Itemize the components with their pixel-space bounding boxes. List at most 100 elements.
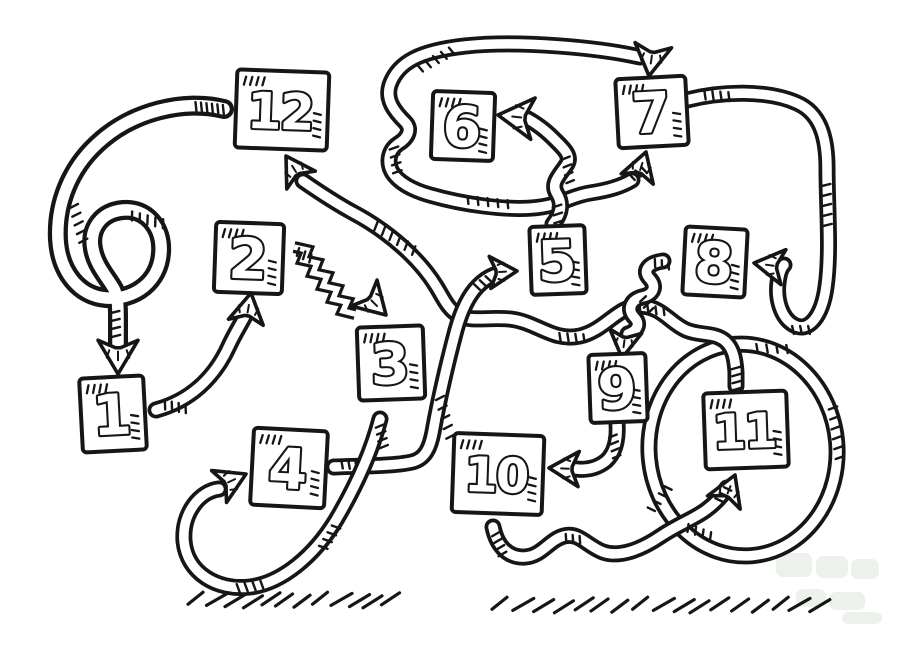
hatch-tick xyxy=(833,444,844,451)
hatch-tick xyxy=(391,169,403,175)
hatch-tick xyxy=(563,171,574,177)
arrowhead-icon xyxy=(547,449,582,489)
hatch-tick xyxy=(722,486,733,492)
hatch-tick xyxy=(322,537,333,544)
arrowhead-hatch-tick xyxy=(300,161,304,171)
ground-hatch-stroke xyxy=(223,592,247,609)
box-side-hatch-tick xyxy=(409,378,419,382)
arrowhead-hatch-tick xyxy=(613,337,619,345)
hatch-tick xyxy=(727,91,731,103)
ground-hatch-stroke xyxy=(241,594,265,610)
ground-hatch-stroke xyxy=(573,596,595,612)
ground-hatch-stroke xyxy=(531,597,556,614)
hatch-tick xyxy=(642,300,651,309)
hatch-tick xyxy=(466,194,470,206)
hatch-tick xyxy=(374,423,386,429)
hatch-tick xyxy=(377,436,388,443)
hatch-tick xyxy=(827,405,839,411)
hatch-tick xyxy=(785,343,789,355)
band-hatch-ticks xyxy=(235,579,265,594)
box-side-hatch-tick xyxy=(772,444,783,449)
arrow-band-fill xyxy=(179,414,385,593)
node-box-4: 4 xyxy=(248,425,330,511)
hatch-tick xyxy=(646,506,657,513)
node-box-10: 10 xyxy=(449,431,547,517)
hatch-tick xyxy=(295,246,301,258)
hatch-tick xyxy=(486,196,490,208)
ground-hatch-stroke xyxy=(808,597,832,614)
hatch-tick xyxy=(708,531,713,542)
box-side-hatch-tick xyxy=(409,385,420,390)
band-hatch-ticks xyxy=(628,165,649,182)
hatch-tick xyxy=(71,211,82,218)
box-side-hatch-tick xyxy=(571,282,581,287)
arrow-band-fill xyxy=(623,256,668,339)
arrowhead-shape xyxy=(226,291,265,328)
band-hatch-ticks xyxy=(551,203,565,225)
band-hatch-ticks xyxy=(608,433,622,460)
box-corner-hatch-tick xyxy=(98,383,102,394)
box-side-hatch-tick xyxy=(130,421,140,425)
node-box-border xyxy=(354,323,428,403)
hatch-tick xyxy=(199,101,204,114)
box-corner-hatch-tick xyxy=(271,434,277,445)
edge-6-to-7 xyxy=(380,35,674,217)
hatch-tick xyxy=(410,245,417,256)
edge-8-to-9 xyxy=(608,252,672,360)
box-corner-hatch-tick xyxy=(104,383,109,394)
hatch-tick xyxy=(711,89,715,102)
hatch-tick xyxy=(634,169,642,178)
band-hatch-ticks xyxy=(295,246,313,264)
box-side-hatch-tick xyxy=(129,413,140,418)
ground-hatch-stroke xyxy=(379,591,402,607)
box-side-hatch-tick xyxy=(570,267,581,272)
box-corner-hatch-tick xyxy=(242,75,248,86)
box-side-hatch-tick xyxy=(131,436,141,440)
hatch-tick xyxy=(765,343,769,354)
box-corner-hatch-tick xyxy=(221,227,227,239)
arrowhead-hatch-tick xyxy=(105,349,111,359)
hatch-tick xyxy=(640,165,649,175)
arrowhead-hatch-tick xyxy=(765,272,775,276)
ground-hatch-stroke xyxy=(186,590,205,606)
arrowhead-hatch-tick xyxy=(562,457,572,463)
box-side-hatch-tick xyxy=(309,492,319,497)
box-side-hatch-tick xyxy=(672,119,682,123)
hatch-tick xyxy=(496,197,500,209)
node-label-3: 3 xyxy=(369,332,408,398)
box-corner-hatch-tick xyxy=(459,439,465,450)
hatch-tick xyxy=(582,333,586,344)
hatch-tick xyxy=(714,497,724,503)
hatch-tick xyxy=(221,103,226,117)
arrowhead-hatch-tick xyxy=(631,161,634,170)
ground-hatch-stroke xyxy=(552,599,576,615)
box-corner-hatch-tick xyxy=(277,434,283,446)
hatch-tick xyxy=(693,525,698,536)
box-side-hatch-tick xyxy=(130,428,141,433)
ground-hatch-stroke xyxy=(709,596,731,612)
hatch-tick xyxy=(828,415,840,421)
hatch-tick xyxy=(638,295,648,303)
hatch-tick xyxy=(347,458,351,470)
watermark-blob xyxy=(851,559,879,579)
box-side-hatch-tick xyxy=(310,470,320,475)
hatch-tick xyxy=(437,404,448,411)
node-box-border xyxy=(248,425,330,511)
hatch-tick xyxy=(380,225,387,237)
arrow-band-outline xyxy=(47,95,234,355)
arrow-band-fill xyxy=(151,311,250,415)
edge-1-to-2 xyxy=(147,291,265,419)
arrowhead-hatch-tick xyxy=(291,164,298,174)
hatch-tick xyxy=(686,522,690,534)
box-side-hatch-tick xyxy=(526,498,537,503)
arrowhead-hatch-tick xyxy=(284,171,292,178)
box-corner-hatch-tick xyxy=(265,434,271,445)
edge-3-to-4 xyxy=(175,410,390,597)
ground-hatch-stroke xyxy=(750,598,771,614)
band-hatch-ticks xyxy=(373,220,417,256)
node-box-12: 12 xyxy=(232,67,332,153)
hatch-tick xyxy=(566,332,570,343)
box-side-hatch-tick xyxy=(267,267,277,272)
